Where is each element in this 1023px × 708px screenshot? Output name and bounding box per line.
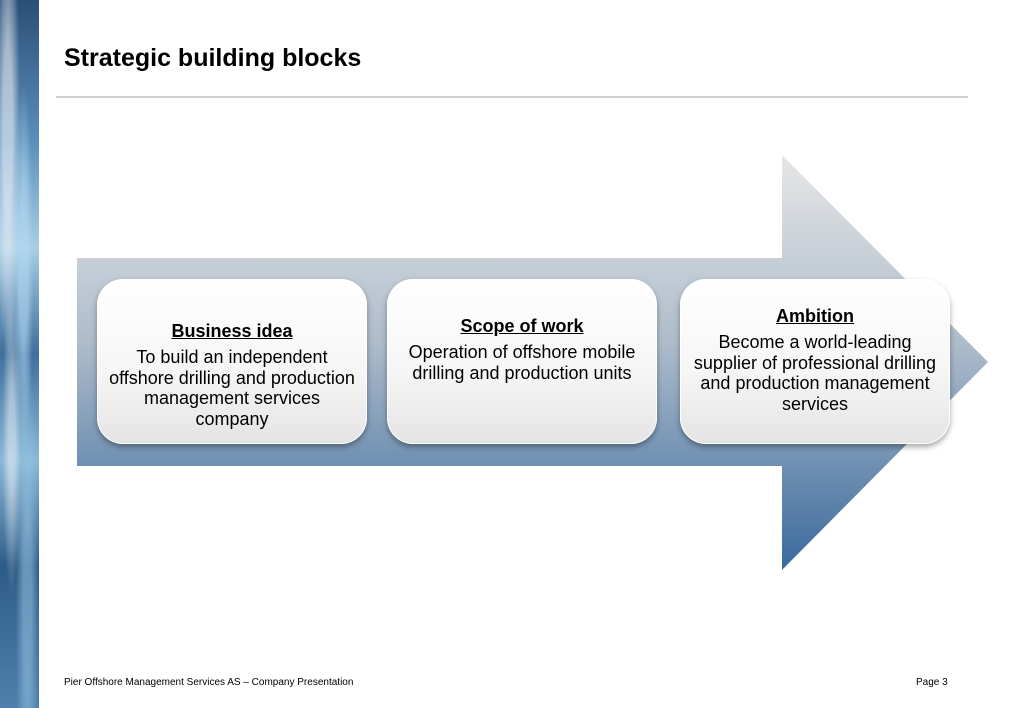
- block-text: Become a world-leading supplier of profe…: [693, 332, 937, 414]
- decorative-side-strip: [0, 0, 39, 708]
- block-scope-of-work: Scope of work Operation of offshore mobi…: [387, 279, 657, 444]
- block-ambition: Ambition Become a world-leading supplier…: [680, 279, 950, 444]
- block-text: To build an independent offshore drillin…: [109, 347, 355, 429]
- page-title: Strategic building blocks: [64, 44, 362, 72]
- block-heading: Scope of work: [460, 316, 584, 336]
- block-business-idea: Business idea To build an independent of…: [97, 279, 367, 444]
- page-number: Page 3: [916, 677, 948, 688]
- block-heading: Business idea: [171, 321, 293, 341]
- block-heading: Ambition: [776, 306, 854, 326]
- footer-company: Pier Offshore Management Services AS – C…: [64, 677, 354, 688]
- title-divider: [56, 96, 968, 98]
- block-text: Operation of offshore mobile drilling an…: [408, 342, 636, 383]
